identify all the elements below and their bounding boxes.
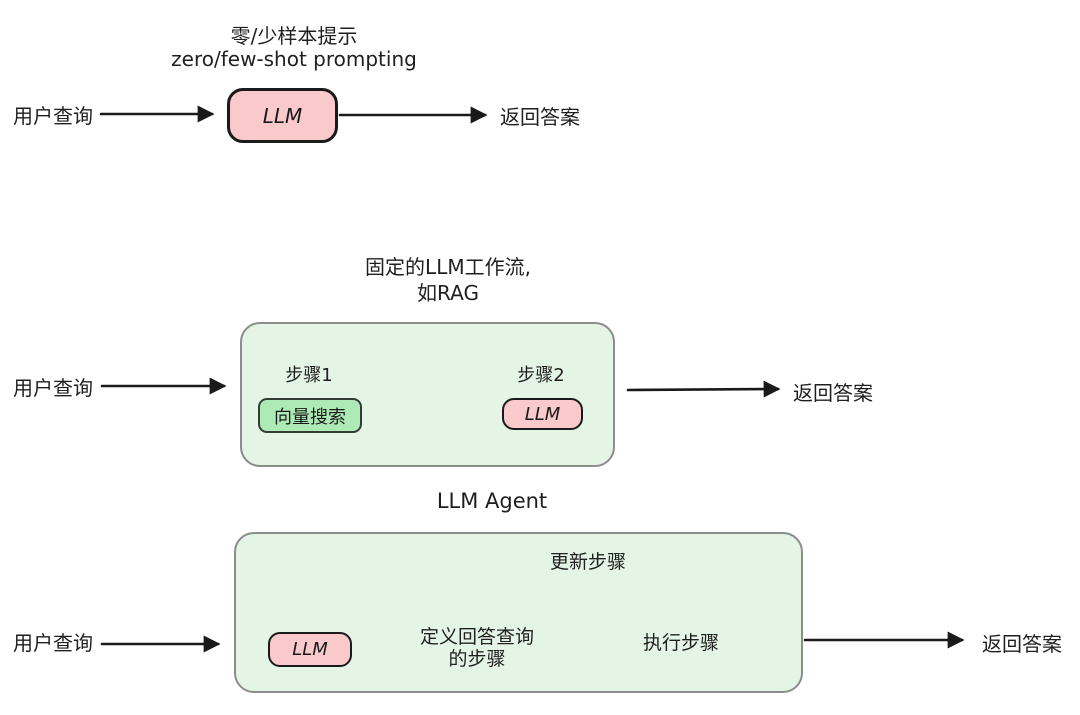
arrow-workflow-to-answer bbox=[626, 380, 781, 398]
workflow-output-label: 返回答案 bbox=[793, 381, 873, 405]
zero-shot-title-en: zero/few-shot prompting bbox=[171, 47, 417, 71]
agent-update-steps-label: 更新步骤 bbox=[549, 551, 626, 573]
workflow-llm-node: LLM bbox=[502, 398, 583, 430]
workflow-input-label: 用户查询 bbox=[13, 376, 93, 400]
zero-shot-llm-node: LLM bbox=[227, 88, 338, 143]
zero-shot-input-label: 用户查询 bbox=[13, 104, 93, 128]
zero-shot-output-label: 返回答案 bbox=[500, 105, 580, 129]
workflow-step1-title: 步骤1 bbox=[285, 365, 333, 386]
agent-llm-node: LLM bbox=[268, 632, 352, 667]
workflow-title-line2: 如RAG bbox=[417, 281, 479, 305]
workflow-vector-search-node: 向量搜索 bbox=[258, 398, 362, 433]
workflow-step2-title: 步骤2 bbox=[517, 365, 565, 386]
agent-define-steps-line1: 定义回答查询 bbox=[419, 626, 534, 648]
workflow-container bbox=[240, 322, 615, 467]
workflow-llm-label: LLM bbox=[524, 403, 561, 425]
agent-llm-label: LLM bbox=[292, 639, 328, 660]
agent-define-steps-line2: 的步骤 bbox=[448, 648, 506, 670]
agent-execute-steps-node: 执行步骤 bbox=[642, 632, 719, 654]
zero-shot-llm-label: LLM bbox=[262, 103, 303, 128]
agent-title: LLM Agent bbox=[436, 489, 548, 513]
agent-define-steps-node: 定义回答查询 的步骤 bbox=[397, 626, 557, 670]
workflow-title-line1: 固定的LLM工作流, bbox=[365, 255, 531, 279]
agent-input-label: 用户查询 bbox=[13, 631, 93, 655]
agent-output-label: 返回答案 bbox=[982, 632, 1062, 656]
workflow-vector-search-label: 向量搜索 bbox=[274, 406, 346, 428]
zero-shot-title-zh: 零/少样本提示 bbox=[230, 24, 358, 48]
